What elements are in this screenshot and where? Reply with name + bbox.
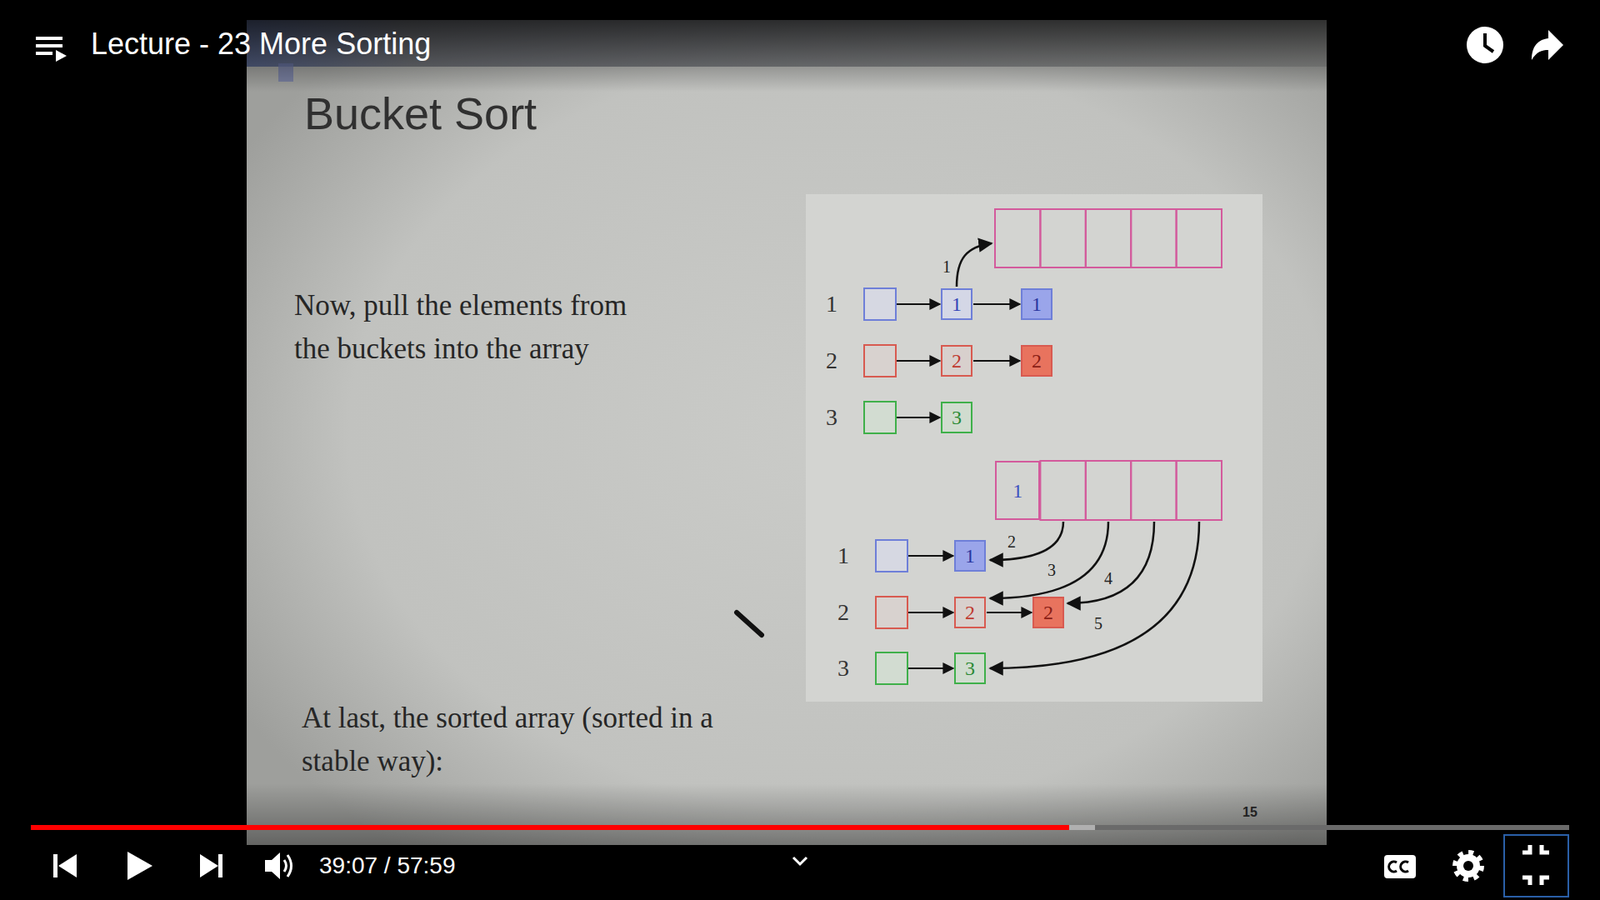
playlist-icon [35, 36, 67, 62]
element-value: 1 [1012, 480, 1023, 501]
settings-icon [1455, 852, 1482, 880]
pointer-arrow [973, 360, 1020, 362]
step-number: 4 [1102, 569, 1115, 588]
exit-fullscreen-icon [1522, 845, 1550, 885]
pointer-arrow [973, 303, 1020, 305]
element-value: 1 [951, 294, 962, 315]
focus-ring [1504, 835, 1569, 897]
bucket-element: 2 [1032, 596, 1065, 629]
volume-icon [265, 852, 292, 880]
bucket-element: 2 [954, 596, 986, 629]
time-display: 39:07 / 57:59 [319, 851, 455, 880]
element-value: 3 [965, 658, 975, 679]
pointer-arrow [986, 611, 1032, 614]
step-number: 2 [1005, 532, 1018, 551]
bucket-index: 2 [837, 600, 850, 626]
slide-text: Now, pull the elements from the buckets … [294, 284, 670, 371]
bucket-index: 1 [825, 291, 838, 318]
bucket-element: 2 [940, 345, 973, 377]
element-value: 2 [965, 602, 975, 623]
bucket-element: 1 [1020, 288, 1053, 320]
element-value: 1 [965, 545, 975, 566]
slide-title: Bucket Sort [304, 86, 537, 141]
bucket-heads [864, 288, 908, 685]
step-number: 1 [940, 257, 953, 276]
bottom-array [1040, 460, 1222, 520]
bucket-index: 3 [825, 405, 838, 431]
bucket-element: 2 [1020, 345, 1053, 377]
move-arrows [956, 243, 1200, 669]
bucket-index: 2 [825, 348, 838, 375]
slide-text: At last, the sorted array (sorted in a s… [301, 696, 752, 784]
bucket-element: 3 [954, 652, 986, 685]
progress-played [30, 825, 1070, 830]
top-array [995, 209, 1222, 268]
cc-icon [1384, 855, 1416, 879]
bucket-element: 1 [995, 460, 1040, 520]
top-shade [0, 0, 1600, 92]
element-value: 2 [951, 350, 962, 371]
page-number: 15 [1242, 805, 1258, 820]
pen-cursor [736, 612, 762, 635]
bucket-element: 3 [940, 401, 973, 434]
watch-later-icon [1466, 26, 1504, 64]
element-value: 2 [1031, 350, 1042, 371]
next-icon [200, 854, 223, 878]
prev-icon [53, 854, 77, 878]
diagram-panel [805, 194, 1263, 702]
step-number: 5 [1092, 614, 1105, 633]
bucket-element: 1 [940, 288, 973, 320]
bucket-index: 1 [837, 543, 850, 570]
step-number: 3 [1045, 560, 1058, 580]
bucket-element: 1 [954, 540, 986, 572]
progress-buffered [30, 825, 1095, 830]
play-icon [127, 851, 153, 880]
chevron-icon [793, 857, 807, 865]
bucket-index: 3 [837, 655, 850, 682]
slide [246, 20, 1327, 845]
share-icon [1531, 30, 1564, 60]
element-value: 3 [951, 407, 962, 428]
element-value: 2 [1043, 602, 1054, 623]
bottom-shade [0, 783, 1600, 900]
video-title: Lecture - 23 More Sorting [90, 25, 431, 62]
progress-track [30, 825, 1570, 830]
element-value: 1 [1031, 294, 1042, 315]
